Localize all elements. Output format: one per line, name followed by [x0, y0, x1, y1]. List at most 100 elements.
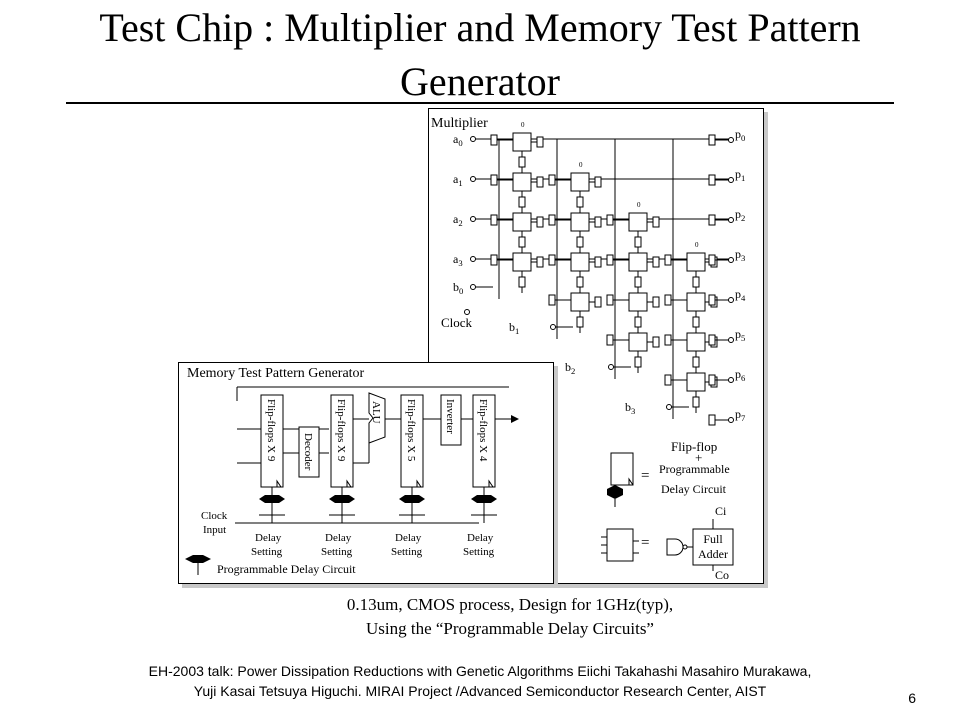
legend-fa-line1: Full [703, 532, 723, 546]
flipflop-cell [518, 156, 526, 168]
flipflop-cell [576, 196, 584, 208]
svg-text:Flip-flops X 9: Flip-flops X 9 [335, 399, 347, 462]
input-label-b1: b1 [509, 320, 519, 336]
block-decoder: Decoder [298, 426, 320, 478]
and-gate-icon [666, 538, 684, 556]
block-flipflops-2: Flip-flops X 9 [330, 394, 354, 488]
delay-setting-label: Delay [467, 532, 494, 544]
svg-text:Flip-flops X 9: Flip-flops X 9 [265, 399, 277, 462]
full-adder-cell [686, 332, 706, 352]
clock-label: Clock [441, 315, 473, 330]
delay-setting-label: Setting [321, 546, 353, 558]
input-terminal [470, 284, 476, 290]
input-terminal [470, 176, 476, 182]
memory-label: Memory Test Pattern Generator [187, 366, 365, 381]
delay-hex-icon [471, 495, 497, 503]
flipflop-cell [576, 316, 584, 328]
full-adder-cell [628, 252, 648, 272]
full-adder-cell [628, 292, 648, 312]
title-underline [66, 102, 894, 104]
flipflop-cell [634, 316, 642, 328]
full-adder-cell [512, 252, 532, 272]
delay-setting-label: Setting [463, 546, 495, 558]
output-label-p0: p0 [735, 127, 745, 143]
svg-text:Flip-flops X 5: Flip-flops X 5 [405, 399, 417, 462]
flipflop-cell [634, 356, 642, 368]
input-terminal [470, 256, 476, 262]
full-adder-cell [570, 252, 590, 272]
flipflop-cell [634, 236, 642, 248]
full-adder-cell [628, 332, 648, 352]
input-label-b3: b3 [625, 400, 635, 416]
delay-setting-label: Setting [251, 546, 283, 558]
delay-setting-label: Delay [325, 532, 352, 544]
page-number: 6 [908, 690, 916, 706]
svg-text:Decoder: Decoder [302, 433, 314, 471]
svg-text:Flip-flops X 4: Flip-flops X 4 [477, 399, 489, 462]
legend-co: Co [715, 568, 729, 582]
legend-ff-plus: + [695, 450, 702, 465]
full-adder-cell [512, 172, 532, 192]
output-label-p5: p5 [735, 327, 745, 343]
input-label-b2: b2 [565, 360, 575, 376]
output-flipflop [708, 294, 716, 306]
flipflop-cell [548, 254, 556, 266]
full-adder-cell [570, 172, 590, 192]
full-adder-cell [628, 212, 648, 232]
block-alu: ALU [368, 392, 386, 444]
delay-hex-icon [329, 495, 355, 503]
full-adder-cell [686, 252, 706, 272]
footer-line1: EH-2003 talk: Power Dissipation Reductio… [148, 663, 812, 679]
output-flipflop [708, 374, 716, 386]
input-label-a3: a3 [453, 252, 463, 268]
delay-hex-icon [607, 485, 623, 499]
flipflop-cell [490, 214, 498, 226]
slide-title-line1: Test Chip : Multiplier and Memory Test P… [99, 5, 861, 50]
full-adder-cell [686, 372, 706, 392]
flipflop-cell [594, 176, 602, 188]
flipflop-cell [634, 276, 642, 288]
footer-line2: Yuji Kasai Tetsuya Higuchi. MIRAI Projec… [193, 683, 767, 699]
legend-ff-line3: Delay Circuit [661, 482, 727, 496]
multiplier-label: Multiplier [431, 116, 488, 131]
flipflop-cell [490, 254, 498, 266]
flipflop-cell [548, 214, 556, 226]
flipflop-cell [536, 176, 544, 188]
flipflop-cell [576, 276, 584, 288]
flipflop-cell [594, 296, 602, 308]
flipflop-cell [652, 296, 660, 308]
delay-setting-label: Delay [395, 532, 422, 544]
flipflop-cell [606, 214, 614, 226]
delay-setting-label: Setting [391, 546, 423, 558]
flipflop-cell [576, 236, 584, 248]
output-terminal [728, 337, 734, 343]
slide-title-line2: Generator [400, 59, 560, 104]
legend-fa-line2: Adder [698, 547, 728, 561]
output-terminal [728, 297, 734, 303]
flipflop-cell [652, 336, 660, 348]
legend-ff-line1: Flip-flop [671, 439, 717, 454]
input-terminal [666, 404, 672, 410]
flipflop-cell [652, 256, 660, 268]
flipflop-cell [664, 254, 672, 266]
full-adder-cell [570, 212, 590, 232]
flipflop-cell [692, 276, 700, 288]
full-adder-cell [570, 292, 590, 312]
memory-panel: Memory Test Pattern Generator Flip-flops… [178, 362, 554, 584]
output-flipflop [708, 334, 716, 346]
legend-full-adder: = Full Adder Ci Co [601, 504, 734, 582]
input-label-a2: a2 [453, 212, 463, 228]
block-flipflops-4: Flip-flops X 4 [472, 394, 496, 488]
output-flipflop [708, 254, 716, 266]
flipflop-cell [606, 294, 614, 306]
flipflop-cell [490, 134, 498, 146]
output-terminal [728, 377, 734, 383]
legend-ff-line2: Programmable [659, 462, 730, 476]
flipflop-cell [536, 136, 544, 148]
output-label-p2: p2 [735, 207, 745, 223]
delay-hex-icon [259, 495, 285, 503]
